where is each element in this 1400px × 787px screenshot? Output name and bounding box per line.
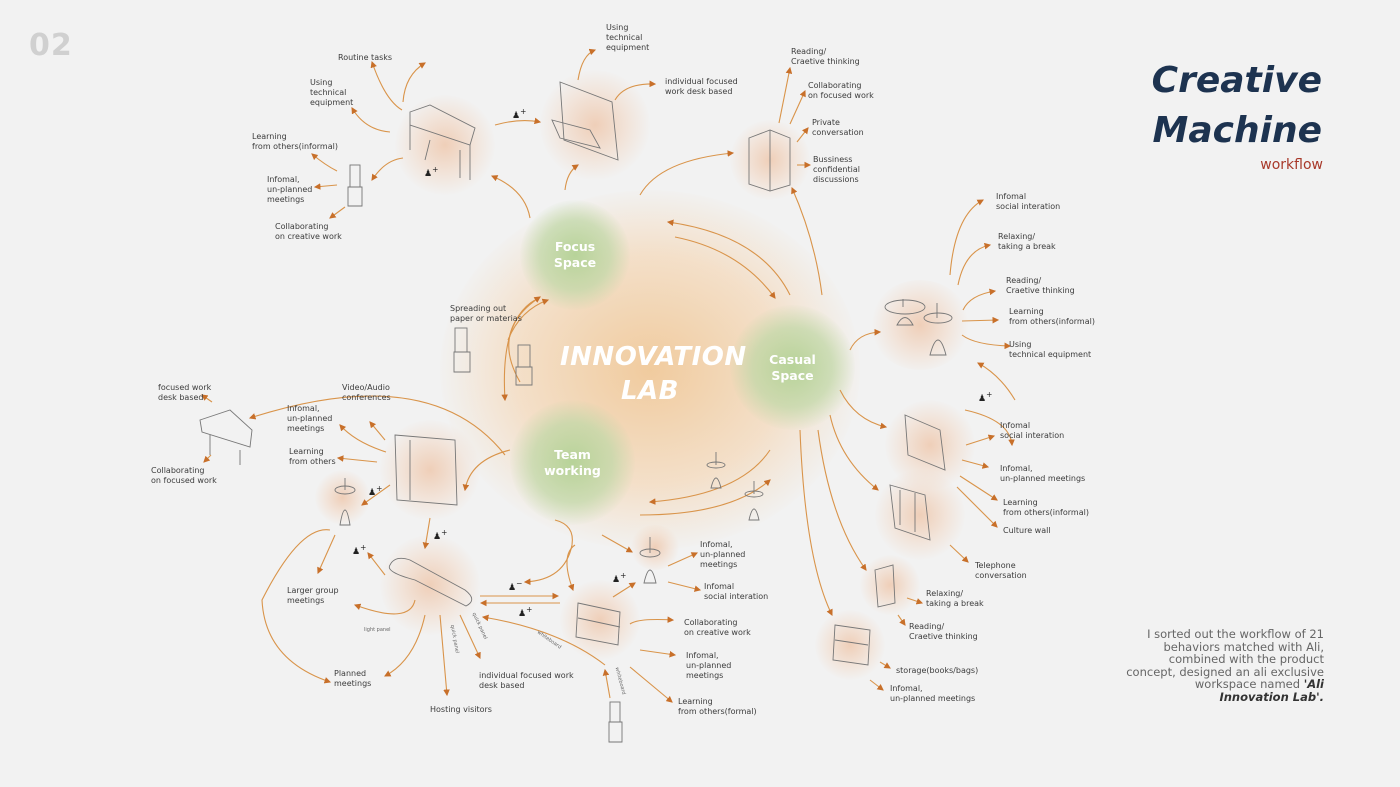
behavior-label: Hosting visitors <box>430 705 492 714</box>
furniture-glow <box>630 525 680 570</box>
behavior-label: focused work desk based <box>158 383 212 402</box>
behavior-label: Infomal, un-planned meetings <box>1000 464 1086 483</box>
zone-casual-label: Casual Space <box>769 351 816 383</box>
furniture-glow <box>870 280 970 370</box>
behavior-label: Routine tasks <box>338 53 393 62</box>
behavior-label: Infomal, un-planned meetings <box>890 684 976 703</box>
page-subtitle: workflow <box>1260 157 1323 173</box>
people-add-icon: ♟+ <box>978 390 993 404</box>
title-line-1: Creative <box>1151 60 1322 101</box>
behavior-label: Larger group meetings <box>287 586 339 605</box>
people-add-icon: ♟+ <box>518 605 533 619</box>
behavior-label: Infomal social interation <box>996 192 1061 211</box>
behavior-label: Learning from others(informal) <box>1003 498 1089 517</box>
behavior-label: Infomal social interation <box>704 582 769 601</box>
description-emphasis: 'Ali Innovation Lab'. <box>1219 677 1324 704</box>
people-remove-icon: ♟− <box>508 579 523 593</box>
behavior-label: Infomal social interation <box>1000 421 1065 440</box>
people-add-icon: ♟+ <box>433 528 448 542</box>
behavior-label: Collaborating on focused work <box>808 81 874 100</box>
behavior-label: Reading/ Craetive thinking <box>909 622 978 641</box>
page-title: Creative Machine <box>1152 56 1322 156</box>
behavior-label: Learning from others <box>289 447 336 466</box>
innovation-lab-title: INNOVATION LAB <box>560 342 747 406</box>
behavior-label: Collaborating on creative work <box>684 618 751 637</box>
behavior-label: storage(books/bags) <box>896 666 979 675</box>
furniture-glow <box>315 470 370 525</box>
behavior-label: Telephone conversation <box>975 561 1027 580</box>
furniture-glow <box>560 580 640 660</box>
people-add-icon: ♟+ <box>368 484 383 498</box>
behavior-label: Relaxing/ taking a break <box>998 232 1056 251</box>
zone-team-working[interactable]: Team working <box>510 400 635 525</box>
furniture-glow <box>380 535 480 635</box>
behavior-label: Infomal, un-planned meetings <box>700 540 746 569</box>
zone-casual-space[interactable]: Casual Space <box>730 305 855 430</box>
behavior-label: individual focused work desk based <box>665 77 738 96</box>
behavior-label: Infomal, un-planned meetings <box>267 175 313 204</box>
furniture-glow <box>380 420 480 520</box>
people-add-icon: ♟+ <box>352 543 367 557</box>
behavior-label: Reading/ Craetive thinking <box>1006 276 1075 295</box>
behavior-label: Reading/ Craetive thinking <box>791 47 860 66</box>
people-add-icon: ♟+ <box>512 107 527 121</box>
behavior-label: Collaborating on creative work <box>275 222 342 241</box>
people-add-icon: ♟+ <box>612 571 627 585</box>
zone-focus-space[interactable]: Focus Space <box>520 200 630 310</box>
zone-focus-label: Focus Space <box>553 239 597 270</box>
zone-team-label: Team working <box>544 446 601 478</box>
furniture-glow <box>860 555 920 615</box>
tag-light-panel: light panel <box>364 627 391 633</box>
behavior-label: Video/Audio conferences <box>342 383 391 402</box>
description: I sorted out the workflow of 21 behavior… <box>1124 628 1324 703</box>
behavior-label: Culture wall <box>1003 526 1051 535</box>
behavior-label: Planned meetings <box>334 669 372 688</box>
behavior-label: Learning from others(formal) <box>678 697 757 716</box>
page-number: 02 <box>29 28 73 63</box>
behavior-label: Learning from others(informal) <box>1009 307 1095 326</box>
behavior-label: Spreading out paper or materias <box>450 304 522 323</box>
behavior-label: Infomal, un-planned meetings <box>287 404 333 433</box>
behavior-label: Learning from others(informal) <box>252 132 338 151</box>
title-line-2: Machine <box>1152 110 1322 151</box>
behavior-label: Using technical equipment <box>310 78 354 107</box>
behavior-label: Bussiness confidential discussions <box>813 155 860 184</box>
behavior-label: Infomal, un-planned meetings <box>686 651 732 680</box>
furniture-glow <box>540 70 650 180</box>
behavior-label: Relaxing/ taking a break <box>926 589 984 608</box>
behavior-label: Using technical equipment <box>606 23 650 52</box>
behavior-label: Collaborating on focused work <box>151 466 217 485</box>
people-add-icon: ♟+ <box>424 165 439 179</box>
furniture-glow <box>815 610 885 680</box>
behavior-label: individual focused work desk based <box>479 671 574 690</box>
behavior-label: Private conversation <box>812 118 864 137</box>
behavior-label: Using technical equipment <box>1009 340 1092 359</box>
description-text: I sorted out the workflow of 21 behavior… <box>1126 627 1324 691</box>
